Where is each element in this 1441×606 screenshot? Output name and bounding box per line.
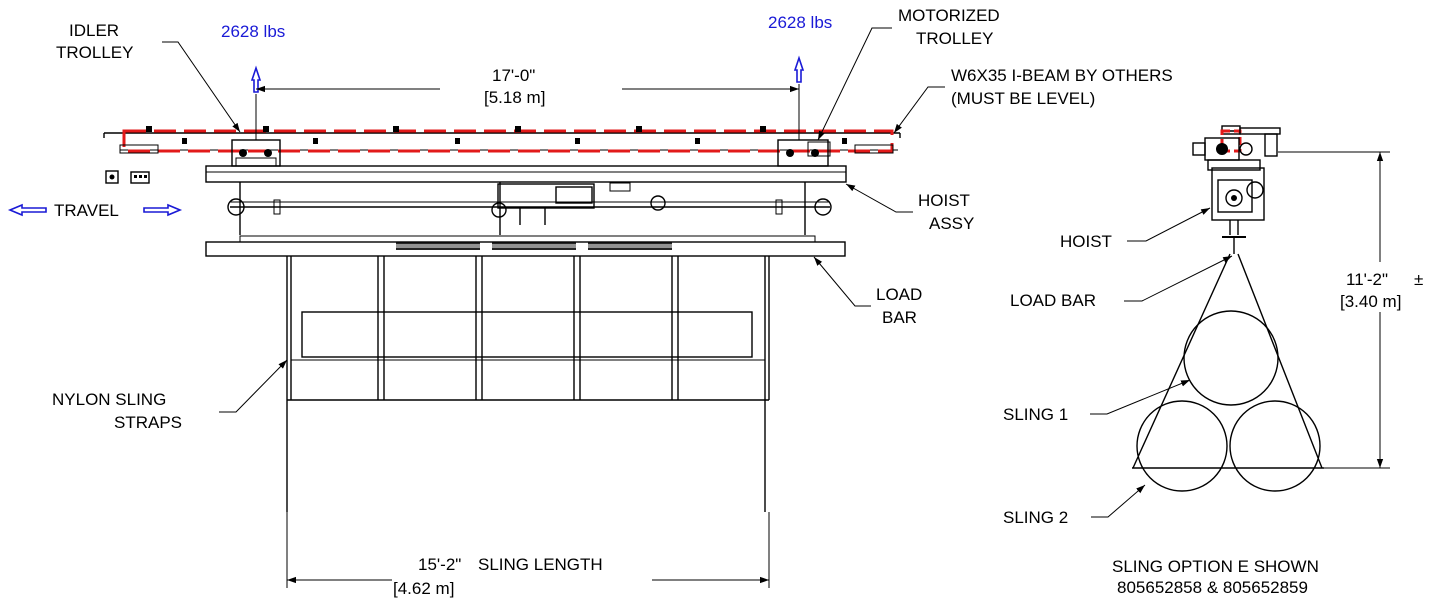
hoist-frame xyxy=(205,165,847,235)
sling-1-pipe xyxy=(1183,310,1279,406)
travel-arrow-left xyxy=(7,203,47,217)
ibeam-label-1: W6X35 I-BEAM BY OTHERS xyxy=(951,66,1173,85)
trolley-span-ft: 17'-0" xyxy=(492,66,535,85)
option-label-1: SLING OPTION E SHOWN xyxy=(1112,557,1319,576)
sling-length-dimension xyxy=(286,512,770,600)
idler-trolley xyxy=(231,139,281,167)
load-arrow-left xyxy=(250,65,262,93)
side-slings xyxy=(1132,253,1324,492)
motorized-label-1: MOTORIZED xyxy=(898,6,1000,25)
trolley-span-m: [5.18 m] xyxy=(484,88,545,107)
load-bar-front-label-1: LOAD xyxy=(876,285,922,304)
control-boxes xyxy=(105,170,150,184)
idler-label-1: IDLER xyxy=(69,21,119,40)
sling-1-label: SLING 1 xyxy=(1003,405,1068,424)
height-ft: 11'-2" xyxy=(1346,270,1388,289)
nylon-label-2: STRAPS xyxy=(114,413,182,432)
sling-length-m: [4.62 m] xyxy=(393,579,454,598)
side-load-bar xyxy=(1222,236,1246,254)
sling-2-pipe-right xyxy=(1229,400,1321,492)
side-trolley xyxy=(1192,125,1390,161)
load-arrow-right xyxy=(793,55,805,83)
sling-length-ft: 15'-2" xyxy=(418,555,461,574)
hoist-assy-label-1: HOIST xyxy=(918,191,970,210)
hoist-label: HOIST xyxy=(1060,232,1112,251)
idler-label-2: TROLLEY xyxy=(56,43,133,62)
sling-2-pipe-left xyxy=(1136,400,1228,492)
i-beam xyxy=(103,126,901,154)
load-label-right: 2628 lbs xyxy=(768,13,832,32)
side-hoist xyxy=(1207,159,1265,235)
load-bar-side-label: LOAD BAR xyxy=(1010,291,1096,310)
height-m: [3.40 m] xyxy=(1340,292,1401,311)
ibeam-label-2: (MUST BE LEVEL) xyxy=(951,89,1095,108)
trolley-span-dimension xyxy=(255,64,800,140)
height-dimension xyxy=(1324,152,1428,469)
beam-clamps xyxy=(119,126,894,154)
load-bar-front xyxy=(205,235,846,257)
travel-arrow-right xyxy=(143,203,183,217)
load-bar-front-label-2: BAR xyxy=(882,308,917,327)
motorized-label-2: TROLLEY xyxy=(916,29,993,48)
height-plus-minus: ± xyxy=(1414,270,1423,289)
motorized-trolley xyxy=(777,139,831,167)
nylon-sling-straps xyxy=(286,256,770,512)
travel-label: TRAVEL xyxy=(54,201,119,220)
hoist-assy-label-2: ASSY xyxy=(929,214,974,233)
i-beam-outline xyxy=(122,129,894,153)
sling-2-label: SLING 2 xyxy=(1003,508,1068,527)
nylon-label-1: NYLON SLING xyxy=(52,390,166,409)
load-label-left: 2628 lbs xyxy=(221,22,285,41)
option-label-2: 805652858 & 805652859 xyxy=(1117,578,1308,597)
sling-length-text: SLING LENGTH xyxy=(478,555,603,574)
